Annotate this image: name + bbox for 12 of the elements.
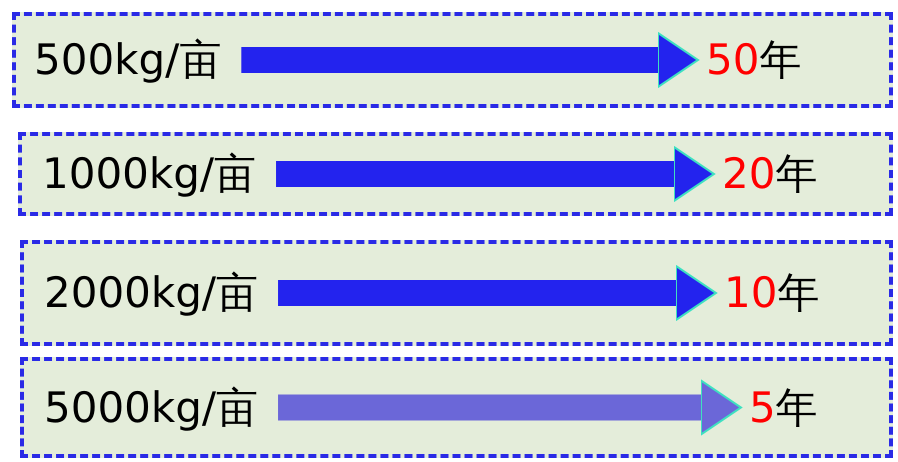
yield-label: 5000kg/亩 (44, 382, 258, 432)
yield-label: 1000kg/亩 (42, 149, 256, 199)
duration-label: 50年 (706, 35, 802, 85)
block-arrow (278, 380, 742, 436)
block-arrow (278, 265, 717, 321)
yield-label: 500kg/亩 (34, 35, 222, 85)
block-arrow (241, 32, 699, 88)
duration-label: 10年 (724, 268, 820, 318)
duration-label: 5年 (749, 382, 818, 432)
duration-label: 20年 (722, 149, 818, 199)
yield-label: 2000kg/亩 (44, 268, 258, 318)
block-arrow (276, 146, 715, 202)
